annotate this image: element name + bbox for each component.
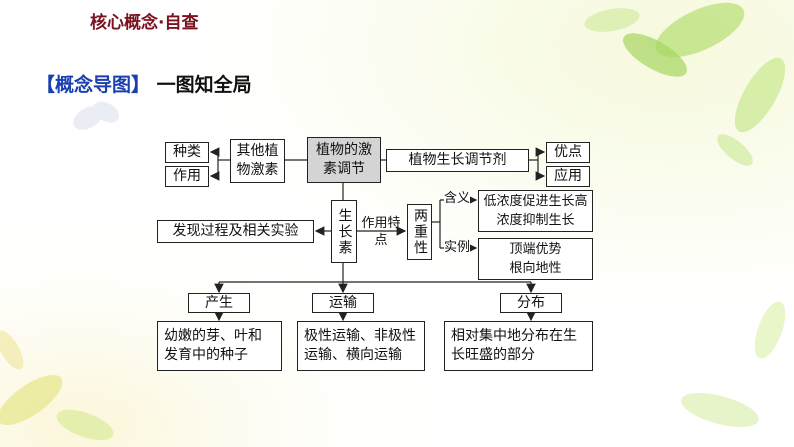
other-hormones-box: 其他植物激素: [230, 139, 285, 183]
production-detail-box: 幼嫩的芽、叶和发育中的种子: [157, 321, 282, 371]
growth-regulator-box: 植物生长调节剂: [386, 149, 529, 172]
section-subtitle: 一图知全局: [156, 74, 252, 96]
left-top-box: 种类: [165, 142, 209, 163]
meaning-box: 低浓度促进生长高浓度抑制生长: [478, 190, 593, 232]
right-bottom-box: 应用: [546, 166, 590, 187]
transport-box: 运输: [312, 293, 374, 313]
action-feature-text: 作用特点: [361, 216, 401, 248]
discovery-box: 发现过程及相关实验: [157, 220, 314, 243]
duality-box: 两重性: [407, 204, 432, 260]
example-label: 实例: [444, 240, 471, 255]
transport-detail-box: 极性运输、非极性运输、横向运输: [297, 321, 425, 371]
distribution-detail-box: 相对集中地分布在生长旺盛的部分: [444, 321, 593, 371]
auxin-box: 生长素: [331, 200, 357, 263]
page-header: 核心概念·自查: [90, 13, 199, 33]
auxin-label: 生长素: [336, 207, 353, 256]
hormone-regulation-box: 植物的激素调节: [307, 137, 381, 183]
right-top-box: 优点: [546, 142, 590, 163]
meaning-label: 含义: [444, 191, 471, 206]
section-title: 【概念导图】 一图知全局: [36, 70, 252, 97]
duality-label: 两重性: [412, 208, 428, 256]
action-feature-label: 作用特点: [361, 213, 401, 251]
production-box: 产生: [188, 293, 250, 313]
left-bottom-box: 作用: [165, 166, 209, 187]
example-box: 顶端优势根向地性: [478, 238, 593, 280]
section-tag: 【概念导图】: [36, 74, 151, 96]
distribution-box: 分布: [500, 293, 562, 313]
